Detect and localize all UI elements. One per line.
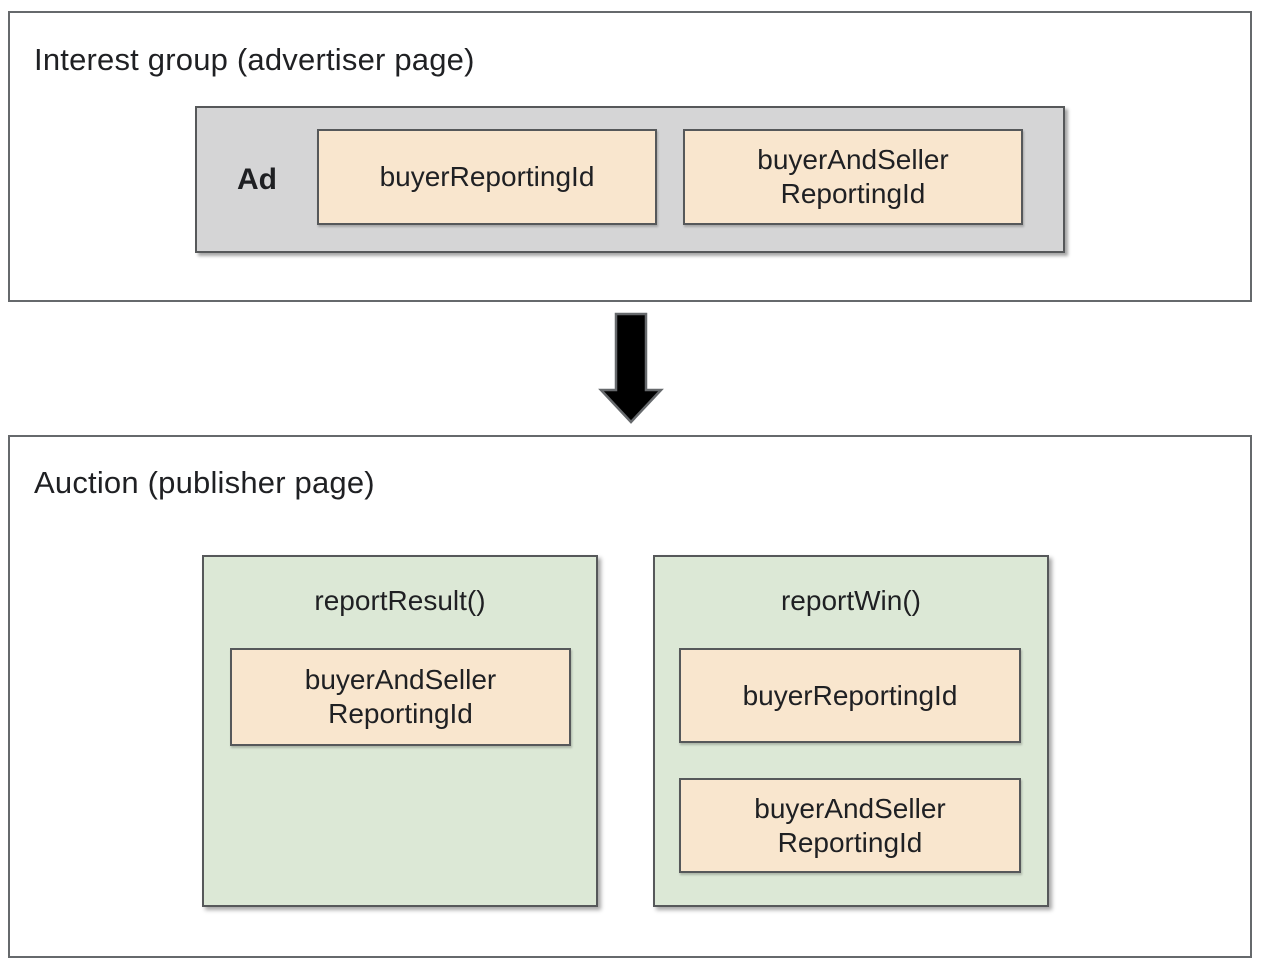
- chip-label-line: ReportingId: [328, 698, 473, 729]
- chip-label-line: buyerAndSeller: [754, 792, 946, 824]
- chip-label-line: buyerReportingId: [742, 679, 958, 711]
- auction-section: Auction (publisher page) reportResult() …: [8, 435, 1252, 958]
- auction-title: Auction (publisher page): [34, 465, 375, 500]
- chip-label-line: ReportingId: [777, 826, 923, 858]
- interest-group-section: Interest group (advertiser page) Ad buye…: [8, 11, 1252, 302]
- report-win-buyer-reporting-id-chip: buyerReportingId: [679, 648, 1021, 743]
- report-result-box: reportResult() buyerAndSeller ReportingI…: [202, 555, 598, 907]
- ad-label: Ad: [237, 162, 277, 196]
- report-win-title: reportWin(): [780, 585, 921, 616]
- ad-container: Ad buyerReportingId buyerAndSeller Repor…: [195, 106, 1065, 253]
- report-result-title: reportResult(): [314, 585, 486, 616]
- report-result-buyer-and-seller-chip: buyerAndSeller ReportingId: [230, 648, 571, 746]
- ad-buyer-and-seller-reporting-id-chip: buyerAndSeller ReportingId: [683, 129, 1023, 225]
- interest-group-title: Interest group (advertiser page): [34, 42, 475, 77]
- flow-down-arrow-icon: [597, 312, 665, 426]
- ad-buyer-reporting-id-chip: buyerReportingId: [317, 129, 657, 225]
- chip-label-line: buyerReportingId: [379, 161, 595, 192]
- chip-label-line: buyerAndSeller: [304, 664, 497, 695]
- chip-label-line: ReportingId: [780, 178, 926, 209]
- report-win-box: reportWin() buyerReportingId buyerAndSel…: [653, 555, 1049, 907]
- report-win-buyer-and-seller-chip: buyerAndSeller ReportingId: [679, 778, 1021, 873]
- chip-label-line: buyerAndSeller: [757, 144, 949, 175]
